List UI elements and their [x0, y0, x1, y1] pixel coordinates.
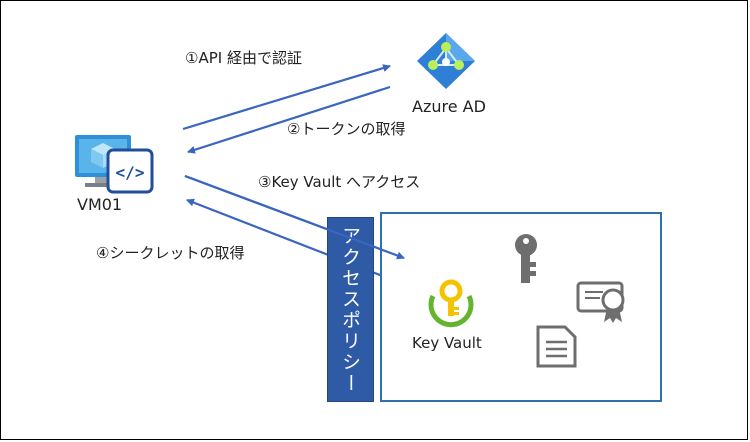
step4-label: ④シークレットの取得	[96, 244, 245, 262]
vm-label: VM01	[77, 195, 123, 214]
arrow-step1	[182, 64, 391, 131]
svg-text:</>: </>	[116, 163, 145, 182]
azure-ad-icon	[417, 33, 475, 89]
arrow-step2	[187, 85, 391, 154]
access-policy-bar: アクセスポリシー	[327, 217, 374, 402]
vm-icon: </>	[75, 135, 154, 194]
azure-ad-label: Azure AD	[412, 97, 486, 116]
access-policy-label: アクセスポリシー	[339, 225, 361, 394]
key-vault-label: Key Vault	[412, 334, 482, 352]
step3-label: ③Key Vault へアクセス	[258, 173, 421, 191]
step2-label: ②トークンの取得	[287, 120, 406, 138]
key-vault-container	[380, 212, 662, 402]
step1-label: ①API 経由で認証	[185, 49, 302, 67]
